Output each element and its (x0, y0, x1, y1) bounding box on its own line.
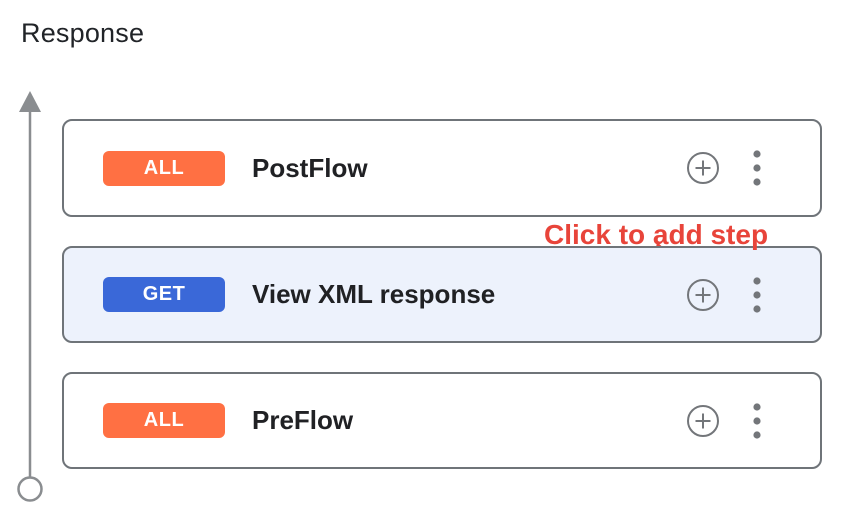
flow-card-view-xml-response[interactable]: GET View XML response (62, 246, 822, 343)
flow-arrow-up-icon (19, 91, 41, 112)
annotation-label: Click to add step (544, 219, 769, 250)
flow-card-label: PostFlow (252, 152, 368, 183)
flow-card-postflow[interactable]: ALL PostFlow (62, 119, 822, 217)
method-badge: GET (103, 277, 225, 312)
kebab-menu-icon (753, 150, 761, 186)
more-options-button[interactable] (753, 276, 761, 314)
flow-start-circle (17, 476, 43, 502)
page-title: Response (21, 18, 145, 48)
method-badge: ALL (103, 150, 225, 186)
more-options-button[interactable] (753, 402, 761, 440)
kebab-menu-icon (753, 402, 761, 439)
flow-card-label: PreFlow (252, 405, 354, 435)
method-badge: ALL (103, 403, 225, 438)
card-actions (686, 402, 761, 440)
flow-card-preflow[interactable]: ALL PreFlow (62, 372, 822, 469)
kebab-menu-icon (753, 276, 761, 313)
add-step-button[interactable] (686, 278, 720, 312)
plus-circle-icon (687, 152, 719, 184)
add-step-button[interactable] (686, 151, 720, 185)
card-actions (686, 276, 761, 314)
plus-circle-icon (687, 278, 719, 311)
flow-card-label: View XML response (252, 279, 496, 309)
plus-circle-icon (687, 404, 719, 437)
add-step-button[interactable] (686, 404, 720, 438)
card-actions (686, 149, 761, 187)
more-options-button[interactable] (753, 149, 761, 187)
